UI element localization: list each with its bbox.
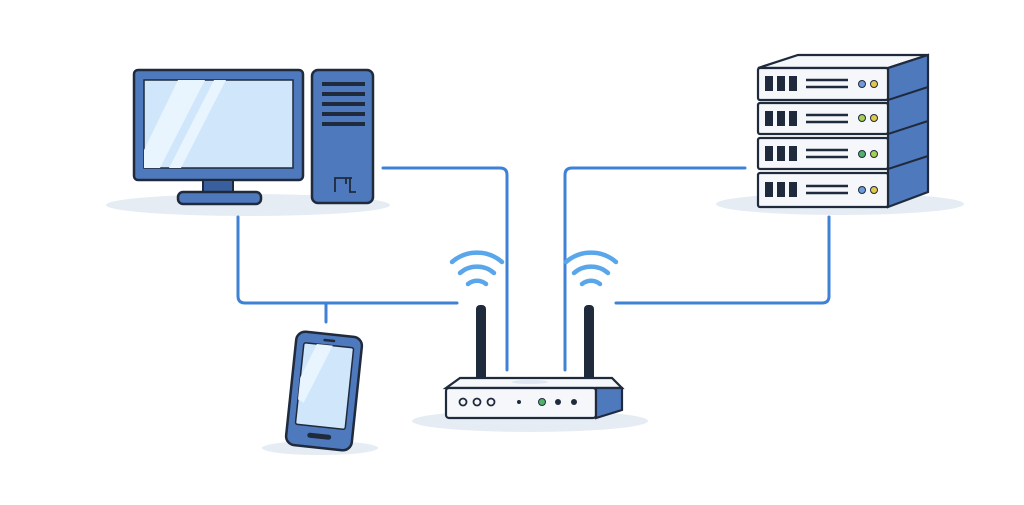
server-unit	[756, 101, 890, 136]
server-unit	[756, 136, 890, 171]
wifi-signal-icon	[449, 250, 505, 287]
link-desktop-router	[381, 166, 509, 372]
tower	[310, 68, 375, 205]
router-antenna	[476, 305, 486, 387]
link-desktop-router-lower	[236, 215, 459, 305]
server-unit	[756, 66, 890, 102]
smartphone-icon[interactable]	[284, 330, 364, 452]
link-server-router	[563, 166, 747, 372]
server-unit	[756, 171, 890, 209]
monitor	[132, 68, 305, 206]
wireless-router-icon[interactable]	[442, 305, 625, 420]
router-antenna	[584, 305, 594, 387]
server-rack-icon[interactable]	[756, 53, 930, 209]
wifi-signal-icon	[563, 250, 619, 287]
router-side	[594, 386, 624, 420]
link-server-router-lower	[614, 215, 831, 305]
desktop-computer-icon[interactable]	[132, 68, 375, 206]
connections	[236, 166, 831, 372]
